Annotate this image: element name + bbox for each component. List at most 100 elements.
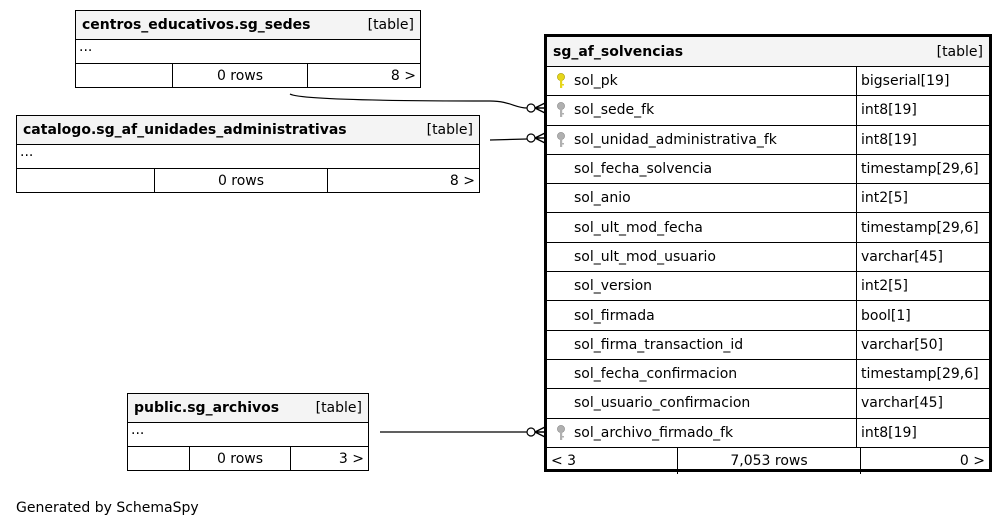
edge-unidades-crowfoot xyxy=(534,132,546,144)
table-unidades-administrativas[interactable]: catalogo.sg_af_unidades_administrativas … xyxy=(16,115,480,193)
column-type: timestamp[29,6] xyxy=(861,366,979,383)
no-key-spacer xyxy=(552,160,570,178)
column-row[interactable]: sol_unidad_administrativa_fk int8[19] xyxy=(547,125,989,155)
table-type: [table] xyxy=(936,43,983,60)
column-row[interactable]: sol_fecha_confirmacion timestamp[29,6] xyxy=(547,359,989,390)
column-type: int8[19] xyxy=(861,131,917,148)
column-type: varchar[45] xyxy=(861,248,943,265)
column-row[interactable]: sol_ult_mod_fecha timestamp[29,6] xyxy=(547,213,989,243)
column-name-cell: sol_unidad_administrativa_fk xyxy=(547,125,857,154)
table-type: [table] xyxy=(315,400,362,416)
parents-count[interactable]: < 3 xyxy=(547,447,678,474)
no-key-spacer xyxy=(552,365,570,383)
column-name: sol_firma_transaction_id xyxy=(574,336,744,353)
table-name[interactable]: public.sg_archivos xyxy=(134,400,280,416)
foreign-key-icon xyxy=(552,424,570,442)
column-row[interactable]: sol_version int2[5] xyxy=(547,272,989,302)
column-type: int2[5] xyxy=(861,278,908,295)
column-name-cell: sol_archivo_firmado_fk xyxy=(547,418,857,447)
edge-unidades-circle xyxy=(526,133,536,143)
column-type: bigserial[19] xyxy=(861,73,950,90)
column-name: sol_ult_mod_fecha xyxy=(574,219,703,236)
column-name: sol_ult_mod_usuario xyxy=(574,248,716,265)
column-name-cell: sol_firma_transaction_id xyxy=(547,330,857,359)
table-name[interactable]: sg_af_solvencias xyxy=(553,43,684,60)
row-count: 0 rows xyxy=(155,169,328,192)
table-archivos[interactable]: public.sg_archivos [table] ... 0 rows 3 … xyxy=(127,393,369,471)
parents-count[interactable] xyxy=(76,64,173,87)
table-type: [table] xyxy=(367,17,414,33)
table-name[interactable]: centros_educativos.sg_sedes xyxy=(82,17,311,33)
column-name: sol_unidad_administrativa_fk xyxy=(574,131,777,148)
generated-by-footer: Generated by SchemaSpy xyxy=(16,500,199,516)
table-header: catalogo.sg_af_unidades_administrativas … xyxy=(17,116,479,145)
edge-archivos-crowfoot xyxy=(534,426,546,438)
column-type: timestamp[29,6] xyxy=(861,219,979,236)
no-key-spacer xyxy=(552,394,570,412)
table-type: [table] xyxy=(426,122,473,138)
columns-ellipsis: ... xyxy=(17,145,479,169)
no-key-spacer xyxy=(552,336,570,354)
table-name[interactable]: catalogo.sg_af_unidades_administrativas xyxy=(23,122,347,138)
no-key-spacer xyxy=(552,219,570,237)
children-count[interactable]: 8 > xyxy=(449,172,475,189)
column-name: sol_firmada xyxy=(574,307,655,324)
column-name-cell: sol_usuario_confirmacion xyxy=(547,389,857,418)
column-type: int8[19] xyxy=(861,102,917,119)
column-row[interactable]: sol_anio int2[5] xyxy=(547,184,989,214)
table-footer: 0 rows 8 > xyxy=(17,169,479,192)
table-footer: 0 rows 3 > xyxy=(128,447,368,470)
parents-count[interactable] xyxy=(128,447,190,470)
foreign-key-icon xyxy=(552,131,570,149)
column-row[interactable]: sol_ult_mod_usuario varchar[45] xyxy=(547,242,989,273)
no-key-spacer xyxy=(552,248,570,266)
column-name-cell: sol_version xyxy=(547,272,857,301)
parents-count[interactable] xyxy=(17,169,155,192)
column-row[interactable]: sol_firma_transaction_id varchar[50] xyxy=(547,330,989,360)
column-row[interactable]: sol_sede_fk int8[19] xyxy=(547,96,989,126)
column-name-cell: sol_fecha_confirmacion xyxy=(547,359,857,389)
column-type: varchar[50] xyxy=(861,336,943,353)
column-name-cell: sol_ult_mod_fecha xyxy=(547,213,857,242)
children-count[interactable]: 0 > xyxy=(959,452,985,469)
edge-sedes-circle xyxy=(526,103,536,113)
column-name-cell: sol_ult_mod_usuario xyxy=(547,242,857,272)
edge-sedes-crowfoot xyxy=(534,102,546,114)
table-header: public.sg_archivos [table] xyxy=(128,394,368,423)
no-key-spacer xyxy=(552,307,570,325)
column-name: sol_anio xyxy=(574,190,631,207)
column-row[interactable]: sol_fecha_solvencia timestamp[29,6] xyxy=(547,154,989,185)
edge-unidades xyxy=(489,138,528,141)
column-row[interactable]: sol_pk bigserial[19] xyxy=(547,67,989,97)
column-type: int2[5] xyxy=(861,190,908,207)
no-key-spacer xyxy=(552,189,570,207)
table-solvencias[interactable]: sg_af_solvencias [table] sol_pk bigserial… xyxy=(544,34,992,474)
column-name: sol_fecha_solvencia xyxy=(574,161,713,178)
table-header: sg_af_solvencias [table] xyxy=(547,37,989,67)
column-name: sol_sede_fk xyxy=(574,102,655,119)
column-name: sol_fecha_confirmacion xyxy=(574,366,738,383)
edge-sedes xyxy=(289,93,528,109)
children-count[interactable]: 3 > xyxy=(338,450,364,467)
table-sedes[interactable]: centros_educativos.sg_sedes [table] ... … xyxy=(75,10,421,88)
no-key-spacer xyxy=(552,277,570,295)
column-name-cell: sol_fecha_solvencia xyxy=(547,154,857,184)
column-name-cell: sol_sede_fk xyxy=(547,96,857,125)
foreign-key-icon xyxy=(552,101,570,119)
column-name-cell: sol_anio xyxy=(547,184,857,213)
column-type: timestamp[29,6] xyxy=(861,161,979,178)
column-name: sol_version xyxy=(574,278,653,295)
table-footer: < 3 7,053 rows 0 > xyxy=(547,447,989,474)
column-name-cell: sol_pk xyxy=(547,67,857,96)
children-count[interactable]: 8 > xyxy=(390,67,416,84)
column-row[interactable]: sol_firmada bool[1] xyxy=(547,301,989,331)
column-name-cell: sol_firmada xyxy=(547,301,857,330)
edge-archivos-circle xyxy=(526,427,536,437)
column-type: bool[1] xyxy=(861,307,911,324)
column-name: sol_pk xyxy=(574,73,618,90)
row-count: 0 rows xyxy=(190,447,291,470)
